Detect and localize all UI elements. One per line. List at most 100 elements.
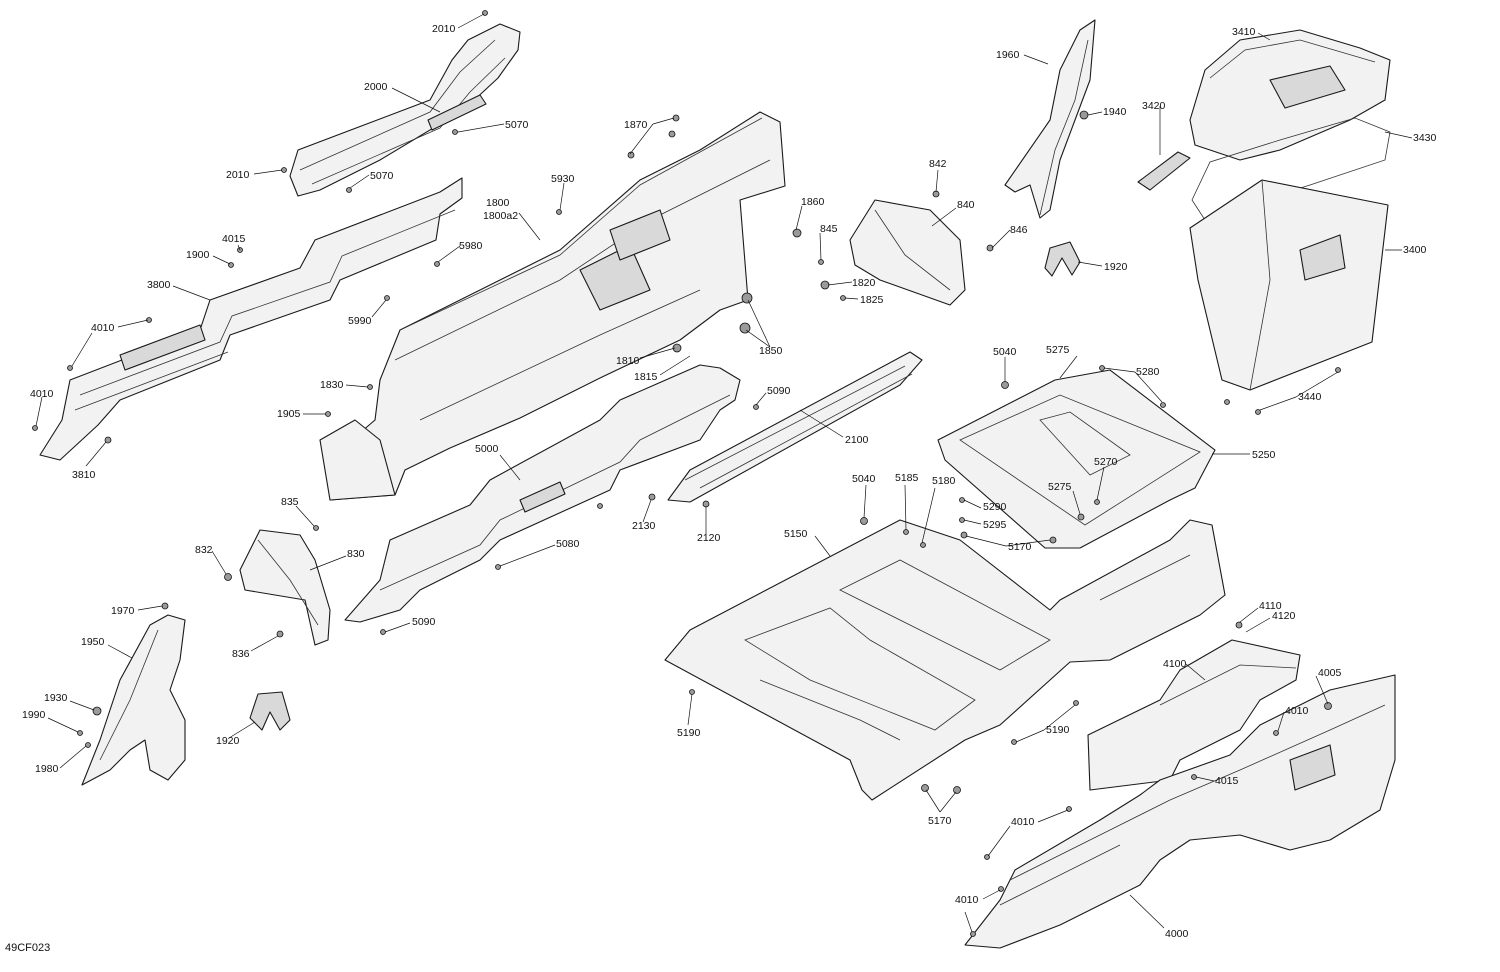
- callout-3810: 3810: [72, 469, 96, 481]
- callout-3440: 3440: [1298, 391, 1322, 403]
- callout-1815: 1815: [634, 371, 658, 383]
- callout-1980: 1980: [35, 763, 59, 775]
- callout-1800: 1800: [486, 197, 510, 209]
- callout-5190a: 5190: [677, 727, 701, 739]
- callout-3420: 3420: [1142, 100, 1166, 112]
- part-3800-left-rail: [39, 177, 463, 461]
- part-3410-box-lid: [1189, 29, 1391, 161]
- callout-4010d: 4010: [1011, 816, 1035, 828]
- callout-1940: 1940: [1103, 106, 1127, 118]
- callout-4010e: 4010: [955, 894, 979, 906]
- callout-2000: 2000: [364, 81, 388, 93]
- callout-5990: 5990: [348, 315, 372, 327]
- callout-2120: 2120: [697, 532, 721, 544]
- callout-1930: 1930: [44, 692, 68, 704]
- callout-1920a: 1920: [1104, 261, 1128, 273]
- callout-5040b: 5040: [852, 473, 876, 485]
- callout-1810: 1810: [616, 355, 640, 367]
- callout-5090b: 5090: [412, 616, 436, 628]
- callout-4120: 4120: [1272, 610, 1296, 622]
- callout-2100: 2100: [845, 434, 869, 446]
- callout-3430: 3430: [1413, 132, 1437, 144]
- callout-842: 842: [929, 158, 947, 170]
- callout-5000: 5000: [475, 443, 499, 455]
- callout-5070a: 5070: [505, 119, 529, 131]
- callout-5930: 5930: [551, 173, 575, 185]
- callout-5070b: 5070: [370, 170, 394, 182]
- part-5150-floor-pan: [664, 519, 1226, 801]
- callout-4005: 4005: [1318, 667, 1342, 679]
- callout-832: 832: [195, 544, 213, 556]
- callout-1870: 1870: [624, 119, 648, 131]
- callout-830: 830: [347, 548, 365, 560]
- callout-labels: 2010 2000 5070 2010 5070 4015 1900 3800 …: [22, 23, 1437, 940]
- callout-1960: 1960: [996, 49, 1020, 61]
- callout-5190b: 5190: [1046, 724, 1070, 736]
- callout-1950: 1950: [81, 636, 105, 648]
- callout-4110: 4110: [1259, 600, 1282, 612]
- callout-4010c: 4010: [1285, 705, 1309, 717]
- part-3420-latch: [1137, 151, 1191, 191]
- callout-1990: 1990: [22, 709, 46, 721]
- callout-4010b: 4010: [30, 388, 54, 400]
- callout-5275b: 5275: [1048, 481, 1072, 493]
- callout-1850: 1850: [759, 345, 783, 357]
- callout-4000: 4000: [1165, 928, 1189, 940]
- part-1950-lower-pillar: [81, 614, 186, 786]
- callout-5090a: 5090: [767, 385, 791, 397]
- callout-5170a: 5170: [1008, 541, 1032, 553]
- callout-1900: 1900: [186, 249, 210, 261]
- part-1920-handle-left: [249, 691, 291, 731]
- part-2100-rail: [667, 351, 923, 503]
- callout-4010a: 4010: [91, 322, 115, 334]
- callout-1825: 1825: [860, 294, 884, 306]
- callout-2130: 2130: [632, 520, 656, 532]
- callout-835: 835: [281, 496, 299, 508]
- part-2000-upper-panel: [289, 23, 521, 197]
- callout-3800: 3800: [147, 279, 171, 291]
- callout-1920b: 1920: [216, 735, 240, 747]
- part-840-corner-cover: [849, 199, 966, 306]
- callout-5980: 5980: [459, 240, 483, 252]
- callout-5040a: 5040: [993, 346, 1017, 358]
- callout-1820: 1820: [852, 277, 876, 289]
- callout-3400: 3400: [1403, 244, 1427, 256]
- callout-5180: 5180: [932, 475, 956, 487]
- part-5250-rear-tray: [937, 369, 1216, 549]
- callout-846: 846: [1010, 224, 1028, 236]
- callout-1860: 1860: [801, 196, 825, 208]
- part-830-corner-cover: [239, 529, 331, 646]
- callout-5170b: 5170: [928, 815, 952, 827]
- part-5000-side-rail: [344, 364, 741, 623]
- callout-4015a: 4015: [222, 233, 246, 245]
- callout-4100: 4100: [1163, 658, 1187, 670]
- callout-5250: 5250: [1252, 449, 1276, 461]
- part-1920-handle-right: [1044, 241, 1081, 277]
- callout-5275a: 5275: [1046, 344, 1070, 356]
- callout-5270: 5270: [1094, 456, 1118, 468]
- callout-5080: 5080: [556, 538, 580, 550]
- callout-1970: 1970: [111, 605, 135, 617]
- callout-845: 845: [820, 223, 838, 235]
- part-4000-right-rail: [964, 674, 1396, 949]
- callout-836: 836: [232, 648, 250, 660]
- callout-4015b: 4015: [1215, 775, 1239, 787]
- leader-lines: [35, 13, 1413, 933]
- part-3400-storage-box: [1189, 179, 1389, 391]
- callout-2010b: 2010: [226, 169, 250, 181]
- callout-840: 840: [957, 199, 975, 211]
- callout-1905: 1905: [277, 408, 301, 420]
- callout-5295: 5295: [983, 519, 1007, 531]
- callout-5290: 5290: [983, 501, 1007, 513]
- callout-5185: 5185: [895, 472, 919, 484]
- callout-1800a2: 1800a2: [483, 210, 518, 222]
- drawing-reference-code: 49CF023: [5, 942, 50, 954]
- callout-1830: 1830: [320, 379, 344, 391]
- part-4100-rear-module: [1087, 639, 1301, 791]
- part-1960-pillar: [1004, 19, 1096, 219]
- callout-5150: 5150: [784, 528, 808, 540]
- callout-3410: 3410: [1232, 26, 1256, 38]
- callout-5280: 5280: [1136, 366, 1160, 378]
- callout-2010a: 2010: [432, 23, 456, 35]
